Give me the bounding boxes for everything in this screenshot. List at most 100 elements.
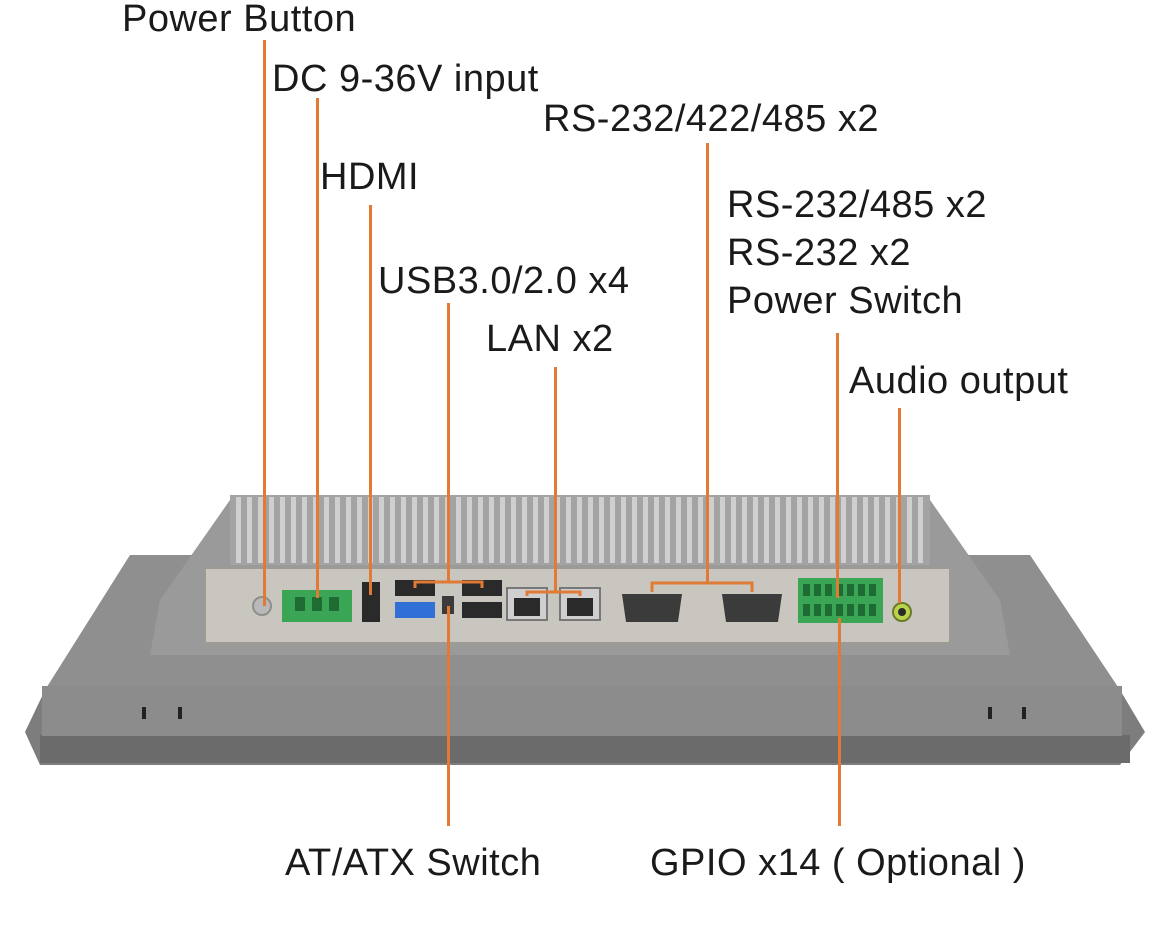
label-at-atx-switch: AT/ATX Switch [285,842,542,884]
heatsink-fin [500,497,505,563]
heatsink-fin [588,497,593,563]
label-rs232-422-485: RS-232/422/485 x2 [543,98,879,140]
heatsink-fin [764,497,769,563]
gpio-pins [803,584,876,616]
slot [142,707,146,719]
heatsink-fin [797,497,802,563]
heatsink-fin [346,497,351,563]
leader-hdmi [369,205,372,595]
heatsink-fin [247,497,252,563]
gpio-pin [803,604,810,616]
power-button [252,596,272,616]
usb-port [462,602,502,618]
heatsink-fin [775,497,780,563]
slot [988,707,992,719]
at-atx-switch [442,596,454,614]
heatsink-fin [786,497,791,563]
heatsink-fin [258,497,263,563]
gpio-pin [814,584,821,596]
heatsink-fin [830,497,835,563]
gpio-pin [825,604,832,616]
dc-terminal-pin [295,597,305,611]
heatsink-fin [467,497,472,563]
label-dc-input: DC 9-36V input [272,58,539,100]
heatsink-fins [236,497,923,563]
heatsink-fin [720,497,725,563]
heatsink-fin [335,497,340,563]
gpio-pin [847,604,854,616]
leader-gpio [838,618,841,826]
label-audio-output: Audio output [849,360,1069,402]
leader-power-button [263,40,266,606]
heatsink-fin [643,497,648,563]
gpio-pin [803,584,810,596]
heatsink-fin [302,497,307,563]
bezel-edge [40,735,1130,763]
leader-at-atx-switch [447,606,450,826]
heatsink-fin [555,497,560,563]
heatsink-fin [742,497,747,563]
heatsink-fin [907,497,912,563]
heatsink-fin [874,497,879,563]
gpio-pin [858,584,865,596]
leader-power-switch [836,333,839,598]
heatsink-fin [676,497,681,563]
label-hdmi: HDMI [320,156,420,198]
gpio-pin [869,584,876,596]
back-tray-lower [42,686,1122,736]
heatsink-fin [819,497,824,563]
label-gpio: GPIO x14 ( Optional ) [650,842,1026,884]
heatsink-fin [621,497,626,563]
heatsink-fin [522,497,527,563]
heatsink-fin [511,497,516,563]
label-rs232-485: RS-232/485 x2 [727,184,987,226]
gpio-pin [847,584,854,596]
label-usb: USB3.0/2.0 x4 [378,260,630,302]
leader-usb [447,303,450,583]
heatsink-fin [863,497,868,563]
heatsink-fin [390,497,395,563]
label-rs232: RS-232 x2 [727,232,912,274]
heatsink-fin [324,497,329,563]
heatsink-fin [533,497,538,563]
lan-bracket-line [525,590,582,596]
com-port [722,594,782,622]
dc-terminal-pin [312,597,322,611]
heatsink-fin [665,497,670,563]
heatsink-fin [379,497,384,563]
com-bracket-line [650,581,754,592]
heatsink-fin [412,497,417,563]
leader-dc-input [316,98,319,598]
heatsink-fin [544,497,549,563]
heatsink-fin [478,497,483,563]
gpio-pin [836,604,843,616]
gpio-pin [869,604,876,616]
heatsink-fin [852,497,857,563]
gpio-pin [836,584,843,596]
heatsink-fin [577,497,582,563]
heatsink-fin [456,497,461,563]
slot [1022,707,1026,719]
usb-port-blue [395,602,435,618]
leader-audio-output [898,408,901,603]
heatsink-fin [698,497,703,563]
heatsink-fin [423,497,428,563]
heatsink-fin [610,497,615,563]
leader-rs232-422-485 [706,143,709,583]
slot [178,707,182,719]
heatsink-fin [566,497,571,563]
heatsink-fin [632,497,637,563]
leader-lan [554,367,557,592]
heatsink-fin [753,497,758,563]
heatsink-fin [841,497,846,563]
gpio-pin [858,604,865,616]
label-power-switch: Power Switch [727,280,964,322]
hdmi-port [362,582,380,622]
lan-port-socket [567,598,593,616]
heatsink-fin [269,497,274,563]
heatsink-fin [280,497,285,563]
heatsink-fin [654,497,659,563]
heatsink-fin [357,497,362,563]
heatsink-fin [731,497,736,563]
